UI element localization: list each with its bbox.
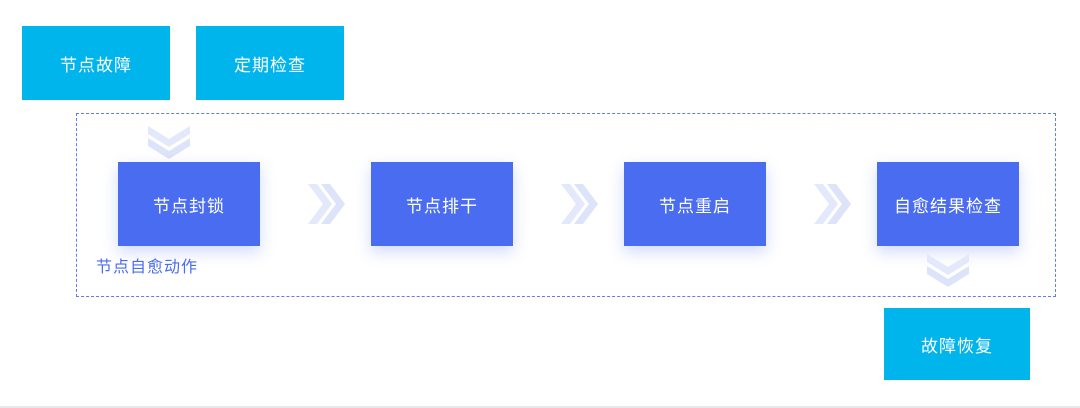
outcome-box-fault-recovered: 故障恢复 [884,308,1030,380]
baseline-divider [0,406,1080,408]
self-healing-region [76,113,1056,297]
trigger-box-node-failure: 节点故障 [22,26,170,100]
step-box-node-restart-label: 节点重启 [659,196,731,216]
step-box-healing-result-check: 自愈结果检查 [877,162,1019,246]
step-box-healing-result-check-label: 自愈结果检查 [894,196,1002,216]
exit-chevron-down-icon [925,252,971,288]
trigger-box-periodic-check: 定期检查 [196,26,344,100]
outcome-box-fault-recovered-label: 故障恢复 [921,336,993,356]
step-connector-3-chevron-right-icon [812,182,852,226]
step-box-node-restart: 节点重启 [624,162,766,246]
step-connector-2-chevron-right-icon [559,182,599,226]
step-box-node-cordon: 节点封锁 [118,162,260,246]
self-healing-region-label: 节点自愈动作 [96,259,199,276]
step-box-node-cordon-label: 节点封锁 [153,196,225,216]
step-box-node-drain: 节点排干 [371,162,513,246]
entry-chevron-down-icon [146,124,192,160]
step-box-node-drain-label: 节点排干 [406,196,478,216]
step-connector-1-chevron-right-icon [306,182,346,226]
trigger-box-periodic-check-label: 定期检查 [234,55,306,75]
trigger-box-node-failure-label: 节点故障 [60,55,132,75]
